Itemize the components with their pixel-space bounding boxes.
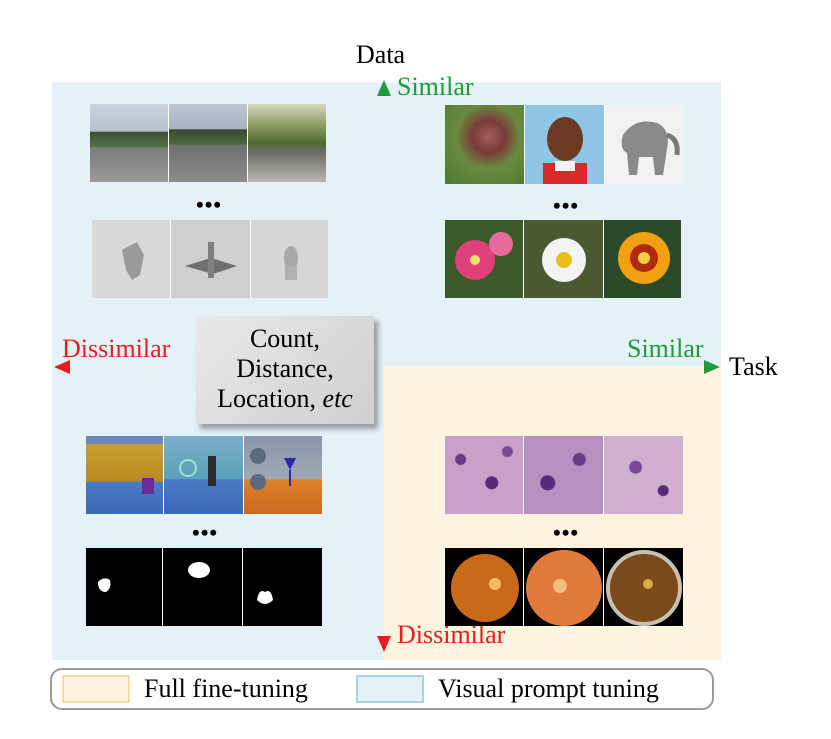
task-axis-title: Task xyxy=(729,352,778,381)
callout-line-count: Count, xyxy=(249,324,321,353)
gazania-flower-thumbnail xyxy=(603,220,681,298)
thumbnail-strip-retina xyxy=(445,548,684,626)
legend xyxy=(50,668,714,710)
retina-thumbnail xyxy=(524,548,604,626)
task-similar-label: Similar xyxy=(627,334,704,363)
blob-mask-thumbnail xyxy=(86,548,164,626)
ellipsis-bottom-right: ••• xyxy=(553,520,580,545)
child-portrait-thumbnail xyxy=(525,105,605,184)
thumbnail-strip-flowers xyxy=(445,220,681,298)
ellipsis-top-right-1: ••• xyxy=(553,193,580,218)
blob-mask-thumbnail xyxy=(242,548,322,626)
data-axis-title: Data xyxy=(356,40,406,69)
maze-render-thumbnail xyxy=(164,436,244,514)
histology-thumbnail xyxy=(603,436,684,514)
blob-mask-thumbnail xyxy=(163,548,243,626)
3d-render-thumbnail xyxy=(171,220,251,298)
histology-thumbnail xyxy=(524,436,604,514)
vertical-axis-top-arrowhead xyxy=(377,80,391,96)
thumbnail-strip-3d-renders xyxy=(92,220,328,298)
legend-swatch-visual-prompt-tuning xyxy=(356,675,424,703)
legend-label-full-finetuning: Full fine-tuning xyxy=(144,674,308,703)
legend-label-visual-prompt-tuning: Visual prompt tuning xyxy=(438,674,659,703)
animal-photo-thumbnail xyxy=(445,105,526,184)
maze-render-thumbnail xyxy=(243,436,322,514)
callout-line-distance: Distance, xyxy=(236,354,334,383)
thumbnail-strip-road-scenes xyxy=(90,104,326,182)
road-scene-thumbnail xyxy=(169,104,248,182)
daisy-flower-thumbnail xyxy=(524,220,604,298)
3d-render-thumbnail xyxy=(92,220,172,298)
road-scene-thumbnail xyxy=(248,104,326,182)
maze-render-thumbnail xyxy=(86,436,165,514)
thumbnail-strip-natural-photos xyxy=(445,105,684,184)
retina-thumbnail xyxy=(603,548,684,626)
thumbnail-strip-blob-masks xyxy=(86,548,322,626)
horizontal-axis-right-arrowhead xyxy=(704,360,720,374)
callout-line-location: Location, etc xyxy=(217,384,353,413)
task-examples-callout: Count, Distance, Location, etc xyxy=(196,316,374,424)
horizontal-axis-left-arrowhead xyxy=(54,360,70,374)
pink-flower-thumbnail xyxy=(445,220,525,298)
thumbnail-strip-histology xyxy=(445,436,684,514)
vertical-axis-bottom-arrowhead xyxy=(377,636,391,652)
legend-swatch-full-finetuning xyxy=(62,675,130,703)
ellipsis-bottom-left: ••• xyxy=(192,520,219,545)
callout-etc: etc xyxy=(322,384,353,413)
task-dissimilar-label: Dissimilar xyxy=(62,334,171,363)
elephant-photo-thumbnail xyxy=(604,105,684,184)
road-scene-thumbnail xyxy=(90,104,169,182)
retina-thumbnail xyxy=(445,548,525,626)
data-similar-label: Similar xyxy=(397,72,474,101)
3d-render-thumbnail xyxy=(250,220,328,298)
thumbnail-strip-maze-renders xyxy=(86,436,322,514)
ellipsis-top-left-1: ••• xyxy=(196,192,223,217)
histology-thumbnail xyxy=(445,436,525,514)
